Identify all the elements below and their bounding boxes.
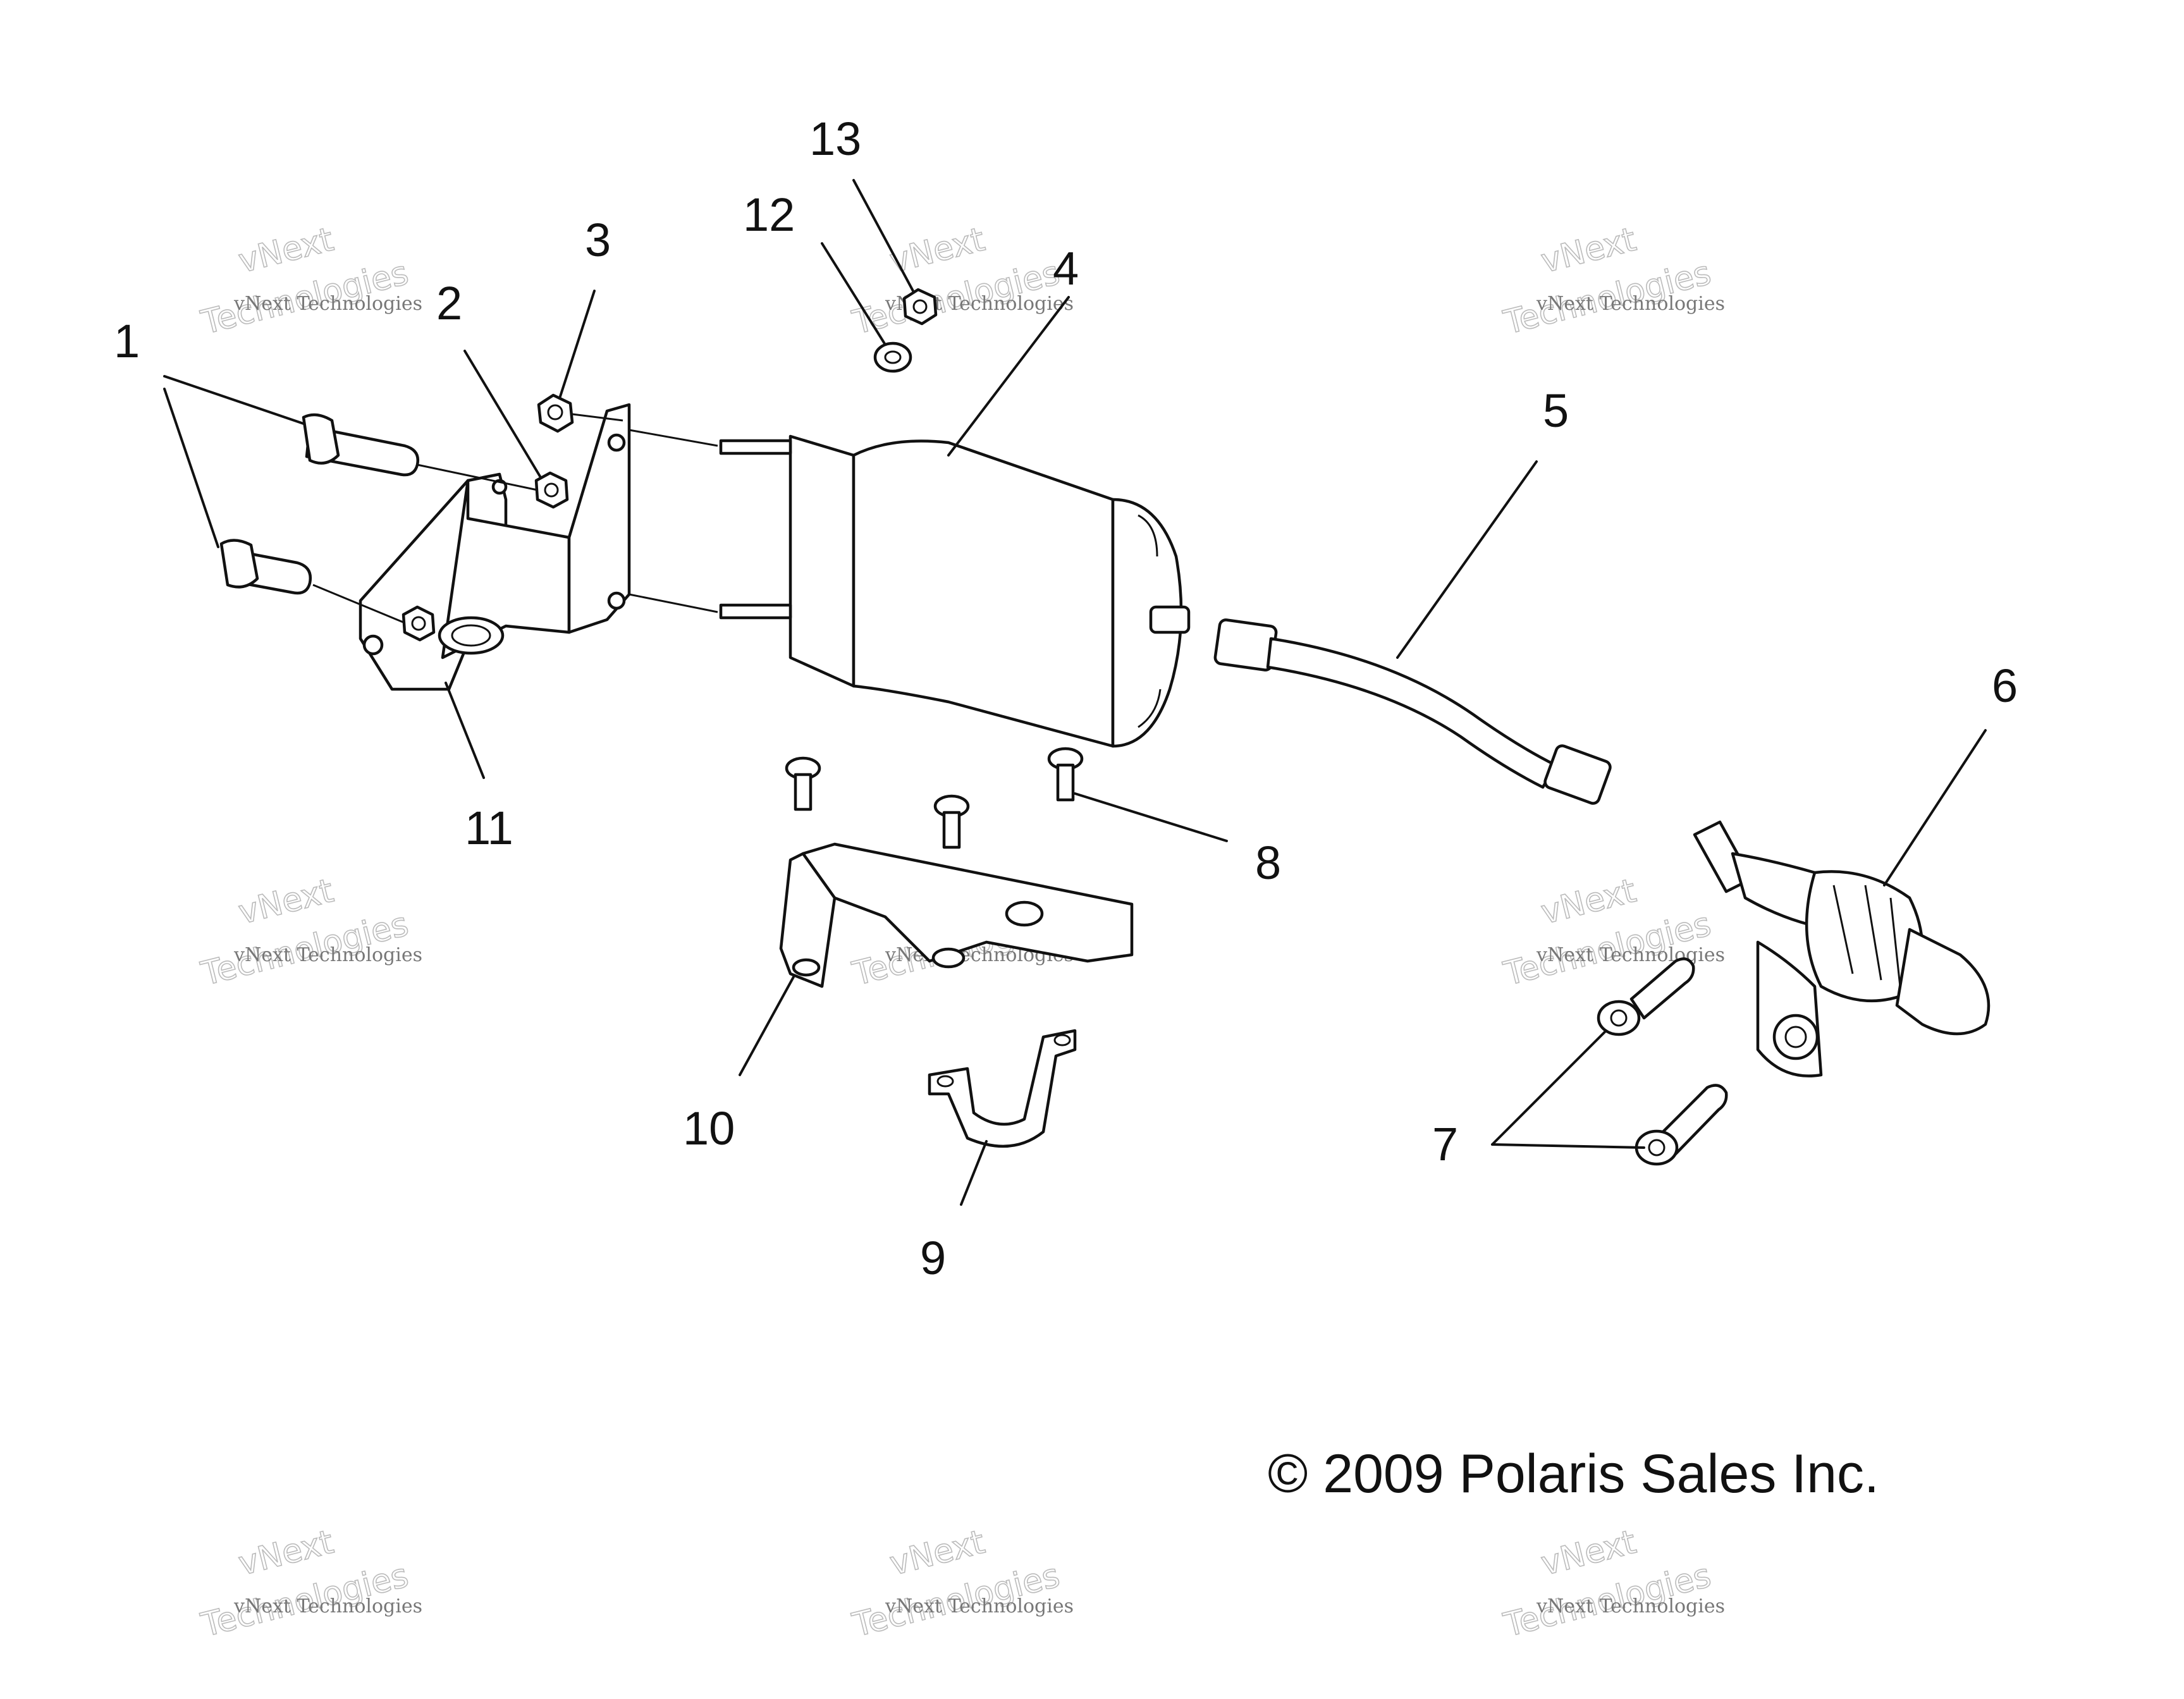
nut-on-bracket [402,605,436,642]
callout-11: 11 [465,802,513,854]
part-8-screw-middle [933,794,970,849]
callout-8: 8 [1255,837,1281,889]
part-12-washer [873,341,912,373]
watermark-big-a: vNext [1537,872,1640,932]
part-8-screw-right [1047,747,1084,802]
part-1-bolt-lower [219,539,312,595]
part-13-nut [902,288,938,326]
part-7-screw-upper [1597,957,1695,1036]
part-3-nut [537,393,574,433]
callout-7: 7 [1432,1118,1458,1170]
callout-13: 13 [809,113,861,165]
part-5-drive-shaft [1213,618,1612,805]
part-1-bolt-upper [302,413,420,477]
callout-9: 9 [920,1232,946,1284]
callout-10: 10 [683,1102,735,1155]
callouts: 1 2 3 4 5 6 7 8 9 10 11 12 13 [114,113,2018,1284]
watermark-8: vNext Technologies vNext Technologies [848,1523,1074,1645]
part-2-nut [534,471,569,509]
watermark-small: vNext Technologies [1536,293,1725,315]
part-10-lower-bracket [779,842,1134,988]
part-7-screw-lower [1635,1084,1728,1166]
watermark-big-a: vNext [1537,1523,1640,1583]
callout-4: 4 [1053,242,1079,295]
watermark-small: vNext Technologies [233,944,422,966]
part-4-starter-motor [719,434,1191,748]
watermark-big-a: vNext [235,1523,337,1583]
callout-3: 3 [585,214,611,266]
watermark-9: vNext Technologies vNext Technologies [1499,1523,1725,1645]
watermark-small: vNext Technologies [233,293,422,315]
part-9-clamp [928,1029,1077,1148]
callout-6: 6 [1992,659,2018,712]
watermark-4: vNext Technologies vNext Technologies [197,871,422,994]
part-6-bendix-drive [1693,820,1991,1077]
watermark-2: vNext Technologies vNext Technologies [848,220,1074,343]
leader-lines [163,179,1987,1206]
watermark-big-a: vNext [886,1523,988,1583]
watermark-small: vNext Technologies [1536,944,1725,966]
watermark-7: vNext Technologies vNext Technologies [197,1523,422,1645]
assembly-lines [312,413,718,624]
watermark-small: vNext Technologies [1536,1595,1725,1617]
watermark-small: vNext Technologies [233,1595,422,1617]
callout-2: 2 [436,277,462,329]
watermark-big-a: vNext [235,221,337,281]
watermark-small: vNext Technologies [885,1595,1074,1617]
copyright-text: © 2009 Polaris Sales Inc. [1268,1444,1879,1504]
callout-1: 1 [114,315,140,367]
part-8-screw-left [785,756,821,811]
callout-5: 5 [1543,384,1569,437]
callout-12: 12 [743,188,795,241]
watermark-1: vNext Technologies vNext Technologies [197,220,422,343]
watermark-3: vNext Technologies vNext Technologies [1499,220,1725,343]
watermark-big-a: vNext [235,872,337,932]
watermark-big-a: vNext [1537,221,1640,281]
